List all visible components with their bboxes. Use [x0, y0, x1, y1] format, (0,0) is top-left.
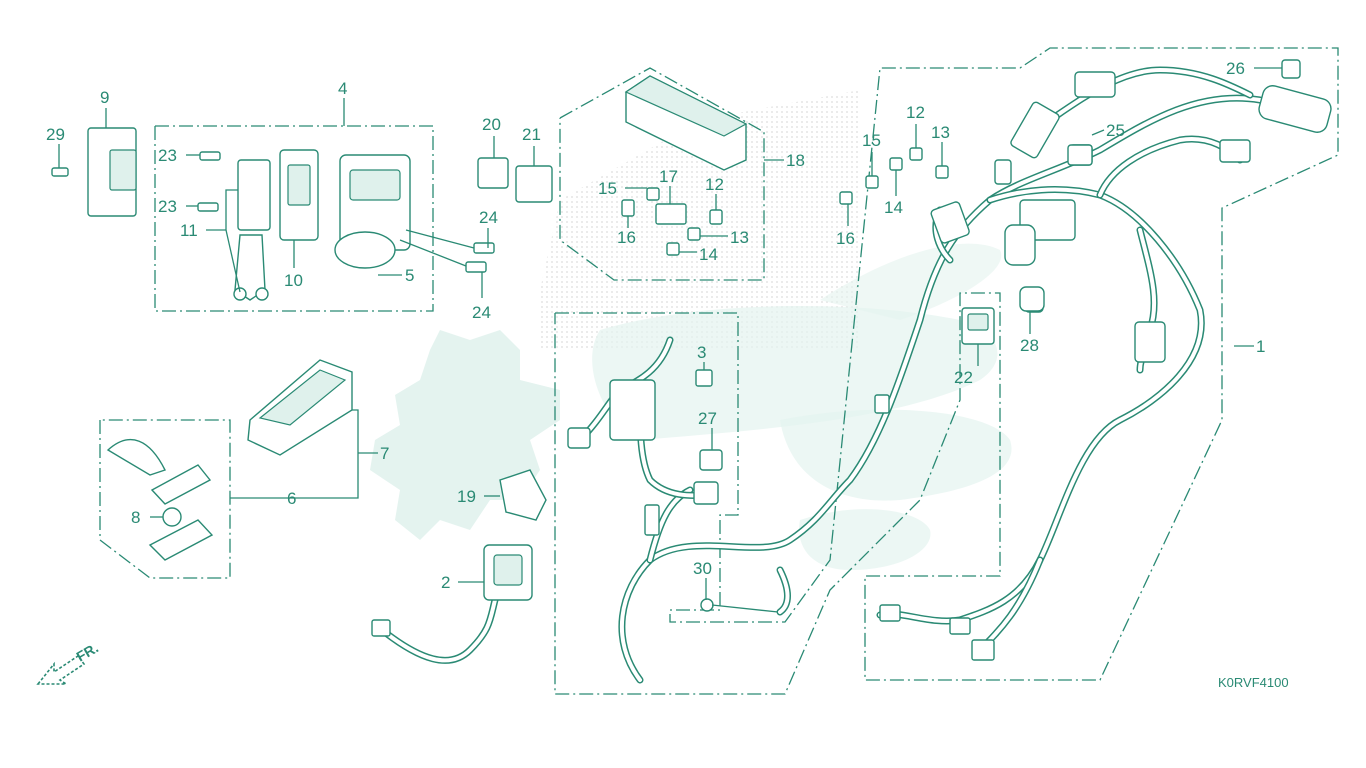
part-label-3: 3 [697, 343, 706, 362]
part-label-7: 7 [380, 444, 389, 463]
part-19-unit [499, 469, 547, 521]
part-label-14b: 14 [884, 198, 903, 217]
part-22-switch [961, 307, 995, 345]
part-label-12a: 12 [705, 175, 724, 194]
part-label-24b: 24 [472, 303, 491, 322]
group-box-18 [559, 67, 765, 281]
fuse-box-18 [621, 75, 748, 256]
front-direction-arrow: FR. [36, 639, 101, 685]
group-box-4 [154, 98, 434, 312]
part-2-sensor [371, 544, 533, 664]
main-wire-harness [618, 66, 1332, 684]
part-label-9: 9 [100, 88, 109, 107]
part-label-5: 5 [405, 266, 414, 285]
part-label-16b: 16 [836, 229, 855, 248]
sub-harness [567, 336, 723, 612]
ignition-switch-assembly [233, 149, 411, 301]
part-label-28: 28 [1020, 336, 1039, 355]
part-label-17: 17 [659, 167, 678, 186]
part-label-25: 25 [1106, 121, 1125, 140]
part-label-21: 21 [522, 125, 541, 144]
part-label-15a: 15 [598, 179, 617, 198]
part-label-22: 22 [954, 368, 973, 387]
part-label-30: 30 [693, 559, 712, 578]
part-6-fob [106, 439, 214, 561]
part-label-27: 27 [698, 409, 717, 428]
part-label-13b: 13 [931, 123, 950, 142]
part-label-12b: 12 [906, 103, 925, 122]
part-25-clip [1067, 144, 1093, 166]
part-label-26: 26 [1226, 59, 1245, 78]
part-label-1: 1 [1256, 337, 1265, 356]
part-label-23a: 23 [158, 146, 177, 165]
part-label-29: 29 [46, 125, 65, 144]
part-7-smart-unit [247, 359, 353, 456]
part-26-clip [1281, 59, 1301, 79]
part-28-cap [1019, 286, 1045, 312]
part-label-4: 4 [338, 79, 347, 98]
group-box-main-harness-sub [554, 47, 1339, 695]
part-9-bracket [87, 127, 137, 217]
part-label-23b: 23 [158, 197, 177, 216]
part-label-14a: 14 [699, 245, 718, 264]
part-label-10: 10 [284, 271, 303, 290]
diagram-code: K0RVF4100 [1218, 675, 1289, 690]
part-label-20: 20 [482, 115, 501, 134]
screws [51, 151, 495, 273]
part-label-19: 19 [457, 487, 476, 506]
leader-lines [58, 67, 1282, 613]
part-label-6: 6 [287, 489, 296, 508]
part-label-18: 18 [786, 151, 805, 170]
group-box-6 [99, 419, 231, 579]
part-label-13a: 13 [730, 228, 749, 247]
part-label-8: 8 [131, 508, 140, 527]
part-label-15b: 15 [862, 131, 881, 150]
part-label-11: 11 [180, 221, 198, 240]
part-label-16a: 16 [617, 228, 636, 247]
fuses-right [839, 147, 949, 205]
relays [477, 157, 553, 203]
part-label-24a: 24 [479, 208, 498, 227]
honda-watermark [370, 90, 1012, 570]
part-labels: 1 2 3 4 5 6 7 8 9 10 11 12 12 13 13 14 1… [46, 59, 1265, 592]
part-label-2: 2 [441, 573, 450, 592]
